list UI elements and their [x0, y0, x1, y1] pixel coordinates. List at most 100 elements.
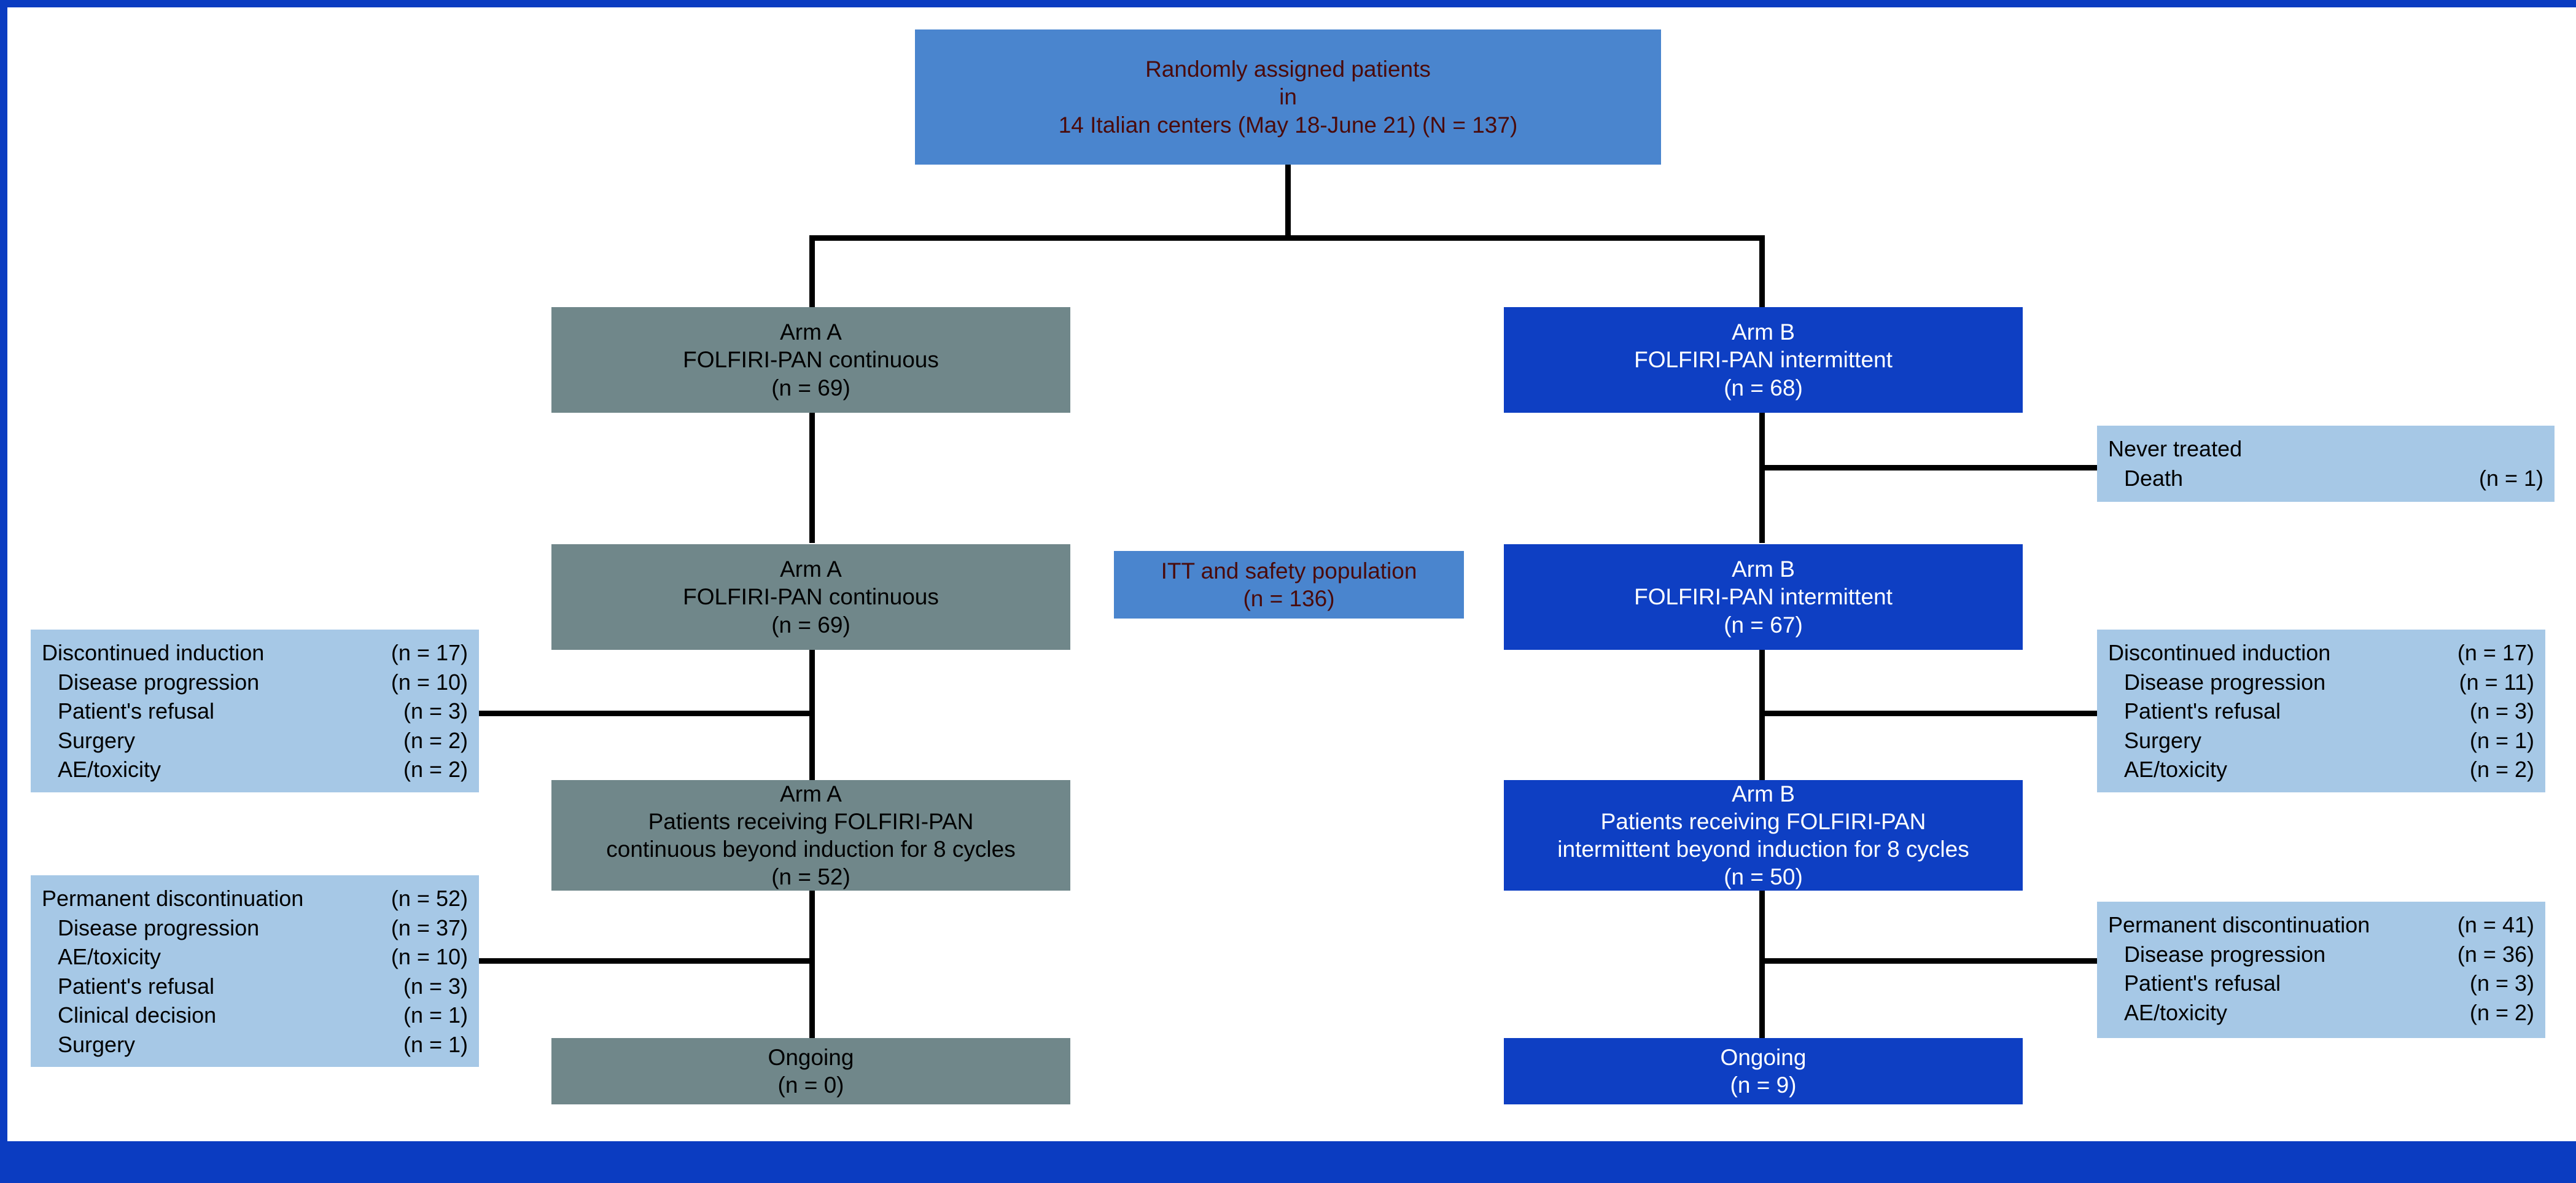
connector-arm-b-spine-3 — [1759, 891, 1765, 1038]
connector-enrollment-stem — [1285, 163, 1291, 238]
side-row-label: AE/toxicity — [58, 944, 161, 970]
side-row-label: Disease progression — [2124, 941, 2326, 967]
node-itt-line2: (n = 136) — [1243, 586, 1335, 611]
side-row: Discontinued induction (n = 17) — [42, 638, 468, 668]
side-row-label: Discontinued induction — [2108, 640, 2331, 665]
side-row: Permanent discontinuation (n = 41) — [2108, 910, 2534, 940]
side-row-label: AE/toxicity — [2124, 999, 2228, 1025]
side-row-count: (n = 10) — [391, 669, 468, 695]
side-row: Surgery (n = 1) — [2108, 726, 2534, 755]
node-arm-a-treated: Arm A FOLFIRI-PAN continuous (n = 69) — [551, 544, 1070, 650]
node-arm-a-beyond-induction: Arm A Patients receiving FOLFIRI-PAN con… — [551, 780, 1070, 891]
side-row-label: Disease progression — [58, 915, 260, 940]
side-row: Surgery (n = 2) — [42, 726, 468, 755]
side-row-count: (n = 2) — [403, 727, 468, 753]
node-itt-safety-population: ITT and safety population (n = 136) — [1114, 551, 1464, 619]
side-box-arm-a-permanent-discontinuation: Permanent discontinuation (n = 52) Disea… — [31, 875, 479, 1067]
side-row: AE/toxicity (n = 10) — [42, 942, 468, 972]
side-row: Clinical decision (n = 1) — [42, 1001, 468, 1030]
node-arm-a-treated-line3: (n = 69) — [771, 612, 850, 638]
side-row-count: (n = 1) — [2469, 727, 2534, 753]
side-row-count: (n = 3) — [403, 973, 468, 999]
node-arm-b-beyond-line3: intermittent beyond induction for 8 cycl… — [1557, 837, 1969, 862]
node-itt-line1: ITT and safety population — [1161, 558, 1417, 584]
side-box-never-treated: Never treated Death (n = 1) — [2097, 426, 2555, 502]
side-row: AE/toxicity (n = 2) — [42, 755, 468, 784]
side-row: AE/toxicity (n = 2) — [2108, 998, 2534, 1028]
side-row-label: Permanent discontinuation — [2108, 912, 2370, 937]
node-arm-b-treated-line1: Arm B — [1732, 556, 1795, 582]
node-arm-a-ongoing-line2: (n = 0) — [777, 1072, 844, 1098]
side-row: Discontinued induction (n = 17) — [2108, 638, 2534, 668]
side-row: Surgery (n = 1) — [42, 1030, 468, 1060]
node-enrollment-line2: in — [1279, 84, 1297, 110]
side-row-count: (n = 17) — [391, 640, 468, 665]
frame-left-bar — [0, 0, 7, 1146]
node-arm-a-allocation: Arm A FOLFIRI-PAN continuous (n = 69) — [551, 307, 1070, 413]
connector-split-bar — [809, 235, 1765, 241]
side-row-count: (n = 2) — [403, 757, 468, 783]
side-row-label: Permanent discontinuation — [42, 886, 304, 911]
node-arm-a-allocation-line1: Arm A — [780, 319, 842, 345]
node-arm-a-ongoing: Ongoing (n = 0) — [551, 1038, 1070, 1104]
side-row: Disease progression (n = 36) — [2108, 940, 2534, 969]
node-arm-a-ongoing-line1: Ongoing — [768, 1044, 854, 1070]
side-row-label: AE/toxicity — [2124, 757, 2228, 783]
node-enrollment: Randomly assigned patients in 14 Italian… — [915, 29, 1661, 165]
node-arm-a-beyond-line2: Patients receiving FOLFIRI-PAN — [648, 808, 974, 834]
side-row-count: (n = 2) — [2469, 757, 2534, 783]
connector-arm-a-spine-3 — [809, 891, 815, 1038]
connector-arm-a-induction-branch — [479, 711, 812, 716]
side-row: Disease progression (n = 11) — [2108, 668, 2534, 697]
node-arm-a-treated-line1: Arm A — [780, 556, 842, 582]
side-row: Patient's refusal (n = 3) — [2108, 697, 2534, 726]
side-row-label: Patient's refusal — [2124, 970, 2281, 996]
connector-arm-a-drop — [809, 235, 815, 309]
node-arm-b-ongoing-line1: Ongoing — [1720, 1044, 1807, 1070]
node-arm-b-beyond-line2: Patients receiving FOLFIRI-PAN — [1600, 808, 1926, 834]
side-row-label: Discontinued induction — [42, 640, 265, 665]
side-row-count: (n = 17) — [2457, 640, 2534, 665]
node-arm-b-allocation-line2: FOLFIRI-PAN intermittent — [1634, 347, 1893, 373]
side-row: Disease progression (n = 37) — [42, 913, 468, 943]
side-row-count: (n = 1) — [2478, 465, 2543, 491]
side-row-label: Disease progression — [58, 669, 260, 695]
connector-arm-b-spine-1 — [1759, 413, 1765, 543]
side-row-label: Death — [2124, 465, 2184, 491]
side-row-count: (n = 1) — [403, 1002, 468, 1028]
side-box-arm-a-discontinued-induction: Discontinued induction (n = 17) Disease … — [31, 630, 479, 792]
connector-arm-b-permanent-branch — [1759, 958, 2101, 964]
side-row-label: Surgery — [2124, 727, 2202, 753]
node-arm-a-beyond-line3: continuous beyond induction for 8 cycles — [606, 837, 1016, 862]
node-arm-b-beyond-line4: (n = 50) — [1724, 864, 1803, 890]
node-arm-b-allocation-line3: (n = 68) — [1724, 375, 1803, 400]
side-row-count: (n = 37) — [391, 915, 468, 940]
connector-never-treated-branch — [1759, 465, 2101, 470]
node-arm-b-allocation-line1: Arm B — [1732, 319, 1795, 345]
connector-arm-a-spine-1 — [809, 413, 815, 543]
side-row-count: (n = 3) — [403, 698, 468, 724]
node-arm-a-beyond-line4: (n = 52) — [771, 864, 850, 890]
side-box-arm-b-discontinued-induction: Discontinued induction (n = 17) Disease … — [2097, 630, 2545, 792]
node-arm-a-allocation-line2: FOLFIRI-PAN continuous — [683, 347, 939, 373]
node-arm-b-treated-line2: FOLFIRI-PAN intermittent — [1634, 584, 1893, 610]
connector-arm-b-induction-branch — [1759, 711, 2101, 716]
side-row: Patient's refusal (n = 3) — [42, 972, 468, 1001]
side-row: AE/toxicity (n = 2) — [2108, 755, 2534, 784]
node-arm-b-treated-line3: (n = 67) — [1724, 612, 1803, 638]
side-row-label: AE/toxicity — [58, 757, 161, 783]
frame-top-bar — [0, 0, 2576, 7]
side-row: Disease progression (n = 10) — [42, 668, 468, 697]
side-row-label: Disease progression — [2124, 669, 2326, 695]
side-row: Patient's refusal (n = 3) — [42, 697, 468, 726]
node-enrollment-line3: 14 Italian centers (May 18-June 21) (N =… — [1058, 112, 1518, 138]
node-enrollment-line1: Randomly assigned patients — [1145, 57, 1431, 82]
side-row: Death (n = 1) — [2108, 464, 2543, 493]
side-row-label: Surgery — [58, 1031, 136, 1057]
frame-bottom-bar — [0, 1141, 2576, 1183]
side-row: Permanent discontinuation (n = 52) — [42, 884, 468, 913]
side-row-label: Surgery — [58, 727, 136, 753]
node-arm-b-treated: Arm B FOLFIRI-PAN intermittent (n = 67) — [1504, 544, 2023, 650]
side-row-count: (n = 41) — [2457, 912, 2534, 937]
